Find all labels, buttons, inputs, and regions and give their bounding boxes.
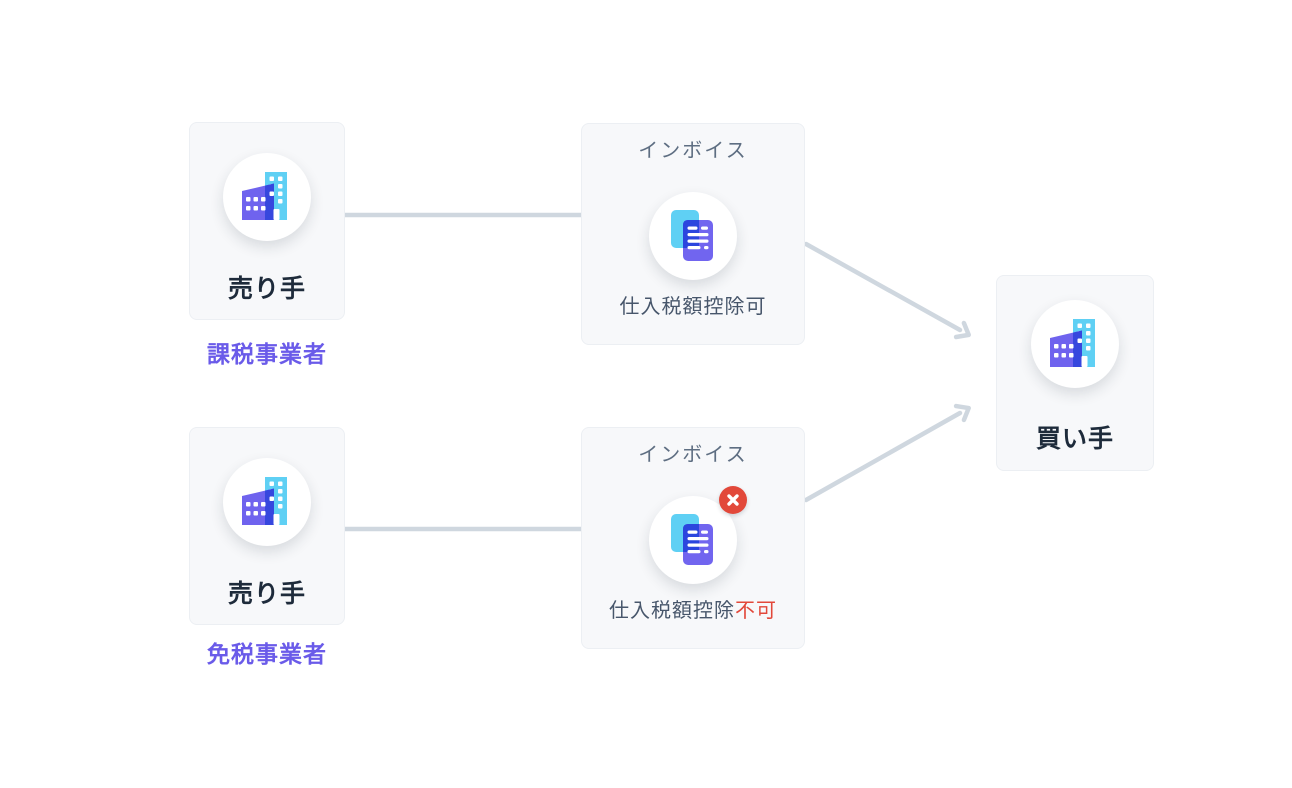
invoice-title: インボイス <box>638 140 748 162</box>
x-badge-icon <box>719 486 747 514</box>
arrow-invoice-bottom-to-buyer <box>803 403 971 503</box>
buyer-label: 買い手 <box>1035 425 1114 453</box>
invoice-document-icon <box>649 192 737 280</box>
node-seller-taxable: 売り手 <box>189 122 345 320</box>
deduction-denied-prefix: 仕入税額控除 <box>609 600 735 622</box>
seller-label: 売り手 <box>227 275 306 303</box>
building-icon <box>1031 300 1119 388</box>
invoice-document-rejected-icon <box>649 486 747 584</box>
node-invoice-nondeductible: インボイス 仕入税額控除不可 <box>581 427 805 649</box>
node-seller-exempt: 売り手 <box>189 427 345 625</box>
deduction-denied-status: 仕入税額控除不可 <box>609 596 777 626</box>
invoice-title: インボイス <box>638 444 748 466</box>
deduction-denied-suffix: 不可 <box>735 600 777 622</box>
deduction-allowed-status: 仕入税額控除可 <box>619 296 767 318</box>
node-buyer: 買い手 <box>996 275 1154 471</box>
node-invoice-deductible: インボイス 仕入税額控除可 <box>581 123 805 345</box>
taxable-business-tag: 課税事業者 <box>207 341 327 367</box>
seller-label: 売り手 <box>227 580 306 608</box>
arrow-invoice-top-to-buyer <box>803 241 971 340</box>
exempt-business-tag: 免税事業者 <box>207 641 327 667</box>
building-icon <box>223 458 311 546</box>
building-icon <box>223 153 311 241</box>
